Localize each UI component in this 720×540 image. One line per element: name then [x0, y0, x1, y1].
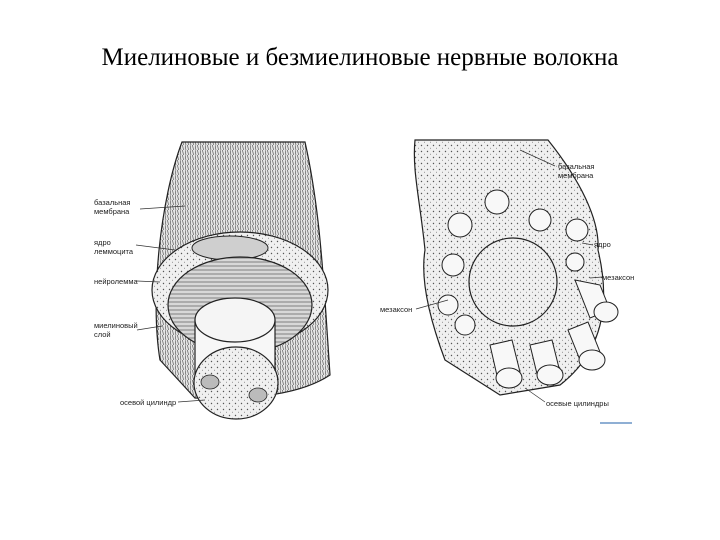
label-myelin-layer: миелиновый слой	[94, 321, 138, 339]
schwann-nucleus	[192, 236, 268, 260]
central-nucleus	[469, 238, 557, 326]
axon-section	[455, 315, 475, 335]
label-nucleus-right: ядро	[594, 240, 611, 249]
label-mesaxon-left: мезаксон	[380, 305, 412, 314]
label-basal-membrane-right: базальная мембрана	[558, 162, 594, 180]
label-schwann-nucleus: ядро леммоцита	[94, 238, 133, 256]
label-axial-cylinder: осевой цилиндр	[120, 398, 176, 407]
axon-cylinder-top	[195, 298, 275, 342]
label-mesaxon-right: мезаксон	[602, 273, 634, 282]
axon-section	[442, 254, 464, 276]
axon-section	[438, 295, 458, 315]
label-neurolemma: нейролемма	[94, 277, 138, 286]
label-axial-cylinders: осевые цилиндры	[546, 399, 609, 408]
axon-section	[529, 209, 551, 231]
label-basal-membrane-left: базальная мембрана	[94, 198, 130, 216]
myelinated-fiber-illustration	[152, 142, 330, 419]
axon-section	[566, 219, 588, 241]
axon-section	[485, 190, 509, 214]
axon-section	[566, 253, 584, 271]
axon-section	[448, 213, 472, 237]
